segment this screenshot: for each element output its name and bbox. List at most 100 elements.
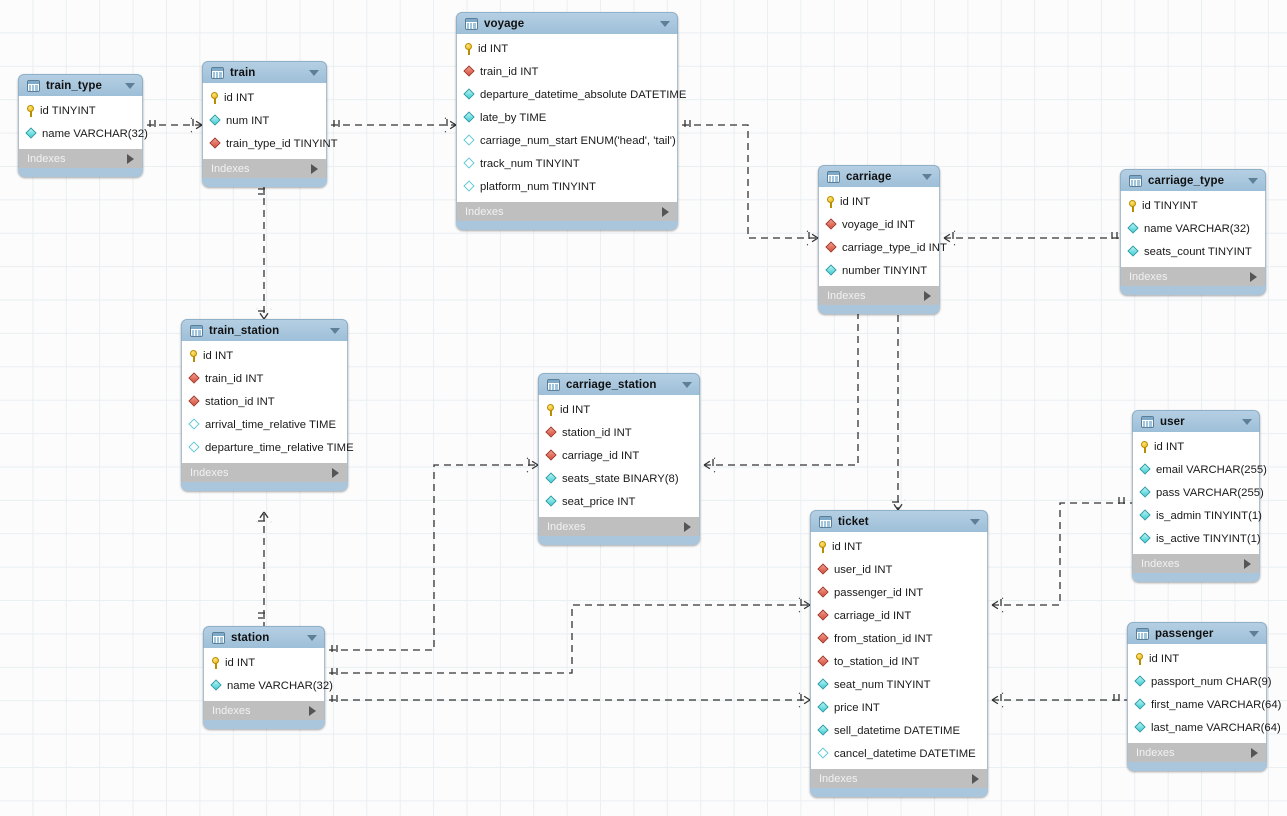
column-row[interactable]: first_name VARCHAR(64) <box>1128 693 1281 716</box>
chevron-down-icon[interactable] <box>330 327 340 334</box>
column-row[interactable]: pass VARCHAR(255) <box>1133 481 1264 504</box>
table-header-ticket[interactable]: ticket <box>810 510 988 532</box>
indexes-section-ticket[interactable]: Indexes <box>810 769 988 788</box>
indexes-section-user[interactable]: Indexes <box>1132 554 1260 573</box>
column-row[interactable]: voyage_id INT <box>819 213 939 236</box>
chevron-down-icon[interactable] <box>125 82 135 89</box>
chevron-down-icon[interactable] <box>307 634 317 641</box>
indexes-section-station[interactable]: Indexes <box>203 701 325 720</box>
table-header-carriage_station[interactable]: carriage_station <box>538 373 700 395</box>
column-row[interactable]: id TINYINT <box>19 99 142 122</box>
table-header-station[interactable]: station <box>203 626 325 648</box>
expand-right-icon[interactable] <box>662 206 669 217</box>
chevron-down-icon[interactable] <box>1242 418 1252 425</box>
column-row[interactable]: id INT <box>457 37 677 60</box>
column-row[interactable]: arrival_time_relative TIME <box>182 413 347 436</box>
column-row[interactable]: passenger_id INT <box>811 581 987 604</box>
chevron-down-icon[interactable] <box>970 518 980 525</box>
column-row[interactable]: id INT <box>539 398 699 421</box>
indexes-section-carriage_type[interactable]: Indexes <box>1120 267 1266 286</box>
expand-right-icon[interactable] <box>1244 558 1251 569</box>
column-row[interactable]: carriage_id INT <box>539 444 699 467</box>
column-row[interactable]: track_num TINYINT <box>457 152 677 175</box>
column-row[interactable]: train_id INT <box>182 367 347 390</box>
column-row[interactable]: is_admin TINYINT(1) <box>1133 504 1262 527</box>
column-row[interactable]: station_id INT <box>182 390 347 413</box>
table-header-user[interactable]: user <box>1132 410 1260 432</box>
indexes-section-train_station[interactable]: Indexes <box>181 463 348 482</box>
column-row[interactable]: id INT <box>1128 647 1266 670</box>
column-row[interactable]: id INT <box>1133 435 1259 458</box>
table-header-voyage[interactable]: voyage <box>456 12 678 34</box>
indexes-section-carriage[interactable]: Indexes <box>818 286 940 305</box>
expand-right-icon[interactable] <box>332 467 339 478</box>
expand-right-icon[interactable] <box>127 153 134 164</box>
column-row[interactable]: price INT <box>811 696 987 719</box>
indexes-section-passenger[interactable]: Indexes <box>1127 743 1267 762</box>
column-row[interactable]: carriage_type_id INT <box>819 236 947 259</box>
column-row[interactable]: from_station_id INT <box>811 627 987 650</box>
column-row[interactable]: carriage_id INT <box>811 604 987 627</box>
table-header-train[interactable]: train <box>202 61 327 83</box>
column-row[interactable]: platform_num TINYINT <box>457 175 677 198</box>
table-header-train_station[interactable]: train_station <box>181 319 348 341</box>
column-row[interactable]: sell_datetime DATETIME <box>811 719 987 742</box>
column-row[interactable]: is_active TINYINT(1) <box>1133 527 1261 550</box>
chevron-down-icon[interactable] <box>1249 630 1259 637</box>
column-row[interactable]: email VARCHAR(255) <box>1133 458 1267 481</box>
chevron-down-icon[interactable] <box>682 381 692 388</box>
column-row[interactable]: num INT <box>203 109 326 132</box>
column-row[interactable]: name VARCHAR(32) <box>204 674 333 697</box>
column-row[interactable]: user_id INT <box>811 558 987 581</box>
column-row[interactable]: id TINYINT <box>1121 194 1265 217</box>
table-header-carriage_type[interactable]: carriage_type <box>1120 169 1266 191</box>
column-row[interactable]: seat_price INT <box>539 490 699 513</box>
column-row[interactable]: name VARCHAR(32) <box>1121 217 1265 240</box>
table-header-carriage[interactable]: carriage <box>818 165 940 187</box>
chevron-down-icon[interactable] <box>309 69 319 76</box>
column-row[interactable]: seat_num TINYINT <box>811 673 987 696</box>
column-row[interactable]: name VARCHAR(32) <box>19 122 148 145</box>
indexes-section-train[interactable]: Indexes <box>202 159 327 178</box>
expand-right-icon[interactable] <box>1250 271 1257 282</box>
column-row[interactable]: id INT <box>819 190 939 213</box>
column-row[interactable]: seats_count TINYINT <box>1121 240 1265 263</box>
expand-right-icon[interactable] <box>972 773 979 784</box>
expand-right-icon[interactable] <box>1251 747 1258 758</box>
column-row[interactable]: departure_time_relative TIME <box>182 436 354 459</box>
chevron-down-icon[interactable] <box>660 20 670 27</box>
indexes-section-train_type[interactable]: Indexes <box>18 149 143 168</box>
column-row[interactable]: id INT <box>182 344 347 367</box>
expand-right-icon[interactable] <box>684 521 691 532</box>
column-row[interactable]: number TINYINT <box>819 259 939 282</box>
column-row[interactable]: id INT <box>204 651 324 674</box>
table-header-passenger[interactable]: passenger <box>1127 622 1267 644</box>
column-row[interactable]: id INT <box>811 535 987 558</box>
indexes-section-carriage_station[interactable]: Indexes <box>538 517 700 536</box>
column-row[interactable]: train_id INT <box>457 60 677 83</box>
expand-right-icon[interactable] <box>311 163 318 174</box>
column-row[interactable]: late_by TIME <box>457 106 677 129</box>
chevron-down-icon[interactable] <box>1248 177 1258 184</box>
column-row[interactable]: train_type_id TINYINT <box>203 132 338 155</box>
column-row[interactable]: station_id INT <box>539 421 699 444</box>
column-row[interactable]: cancel_datetime DATETIME <box>811 742 987 765</box>
indexes-section-voyage[interactable]: Indexes <box>456 202 678 221</box>
column-row[interactable]: id INT <box>203 86 326 109</box>
column-row[interactable]: seats_state BINARY(8) <box>539 467 699 490</box>
column-row[interactable]: passport_num CHAR(9) <box>1128 670 1272 693</box>
column-row[interactable]: last_name VARCHAR(64) <box>1128 716 1281 739</box>
column-row[interactable]: to_station_id INT <box>811 650 987 673</box>
column-row[interactable]: departure_datetime_absolute DATETIME <box>457 83 686 106</box>
